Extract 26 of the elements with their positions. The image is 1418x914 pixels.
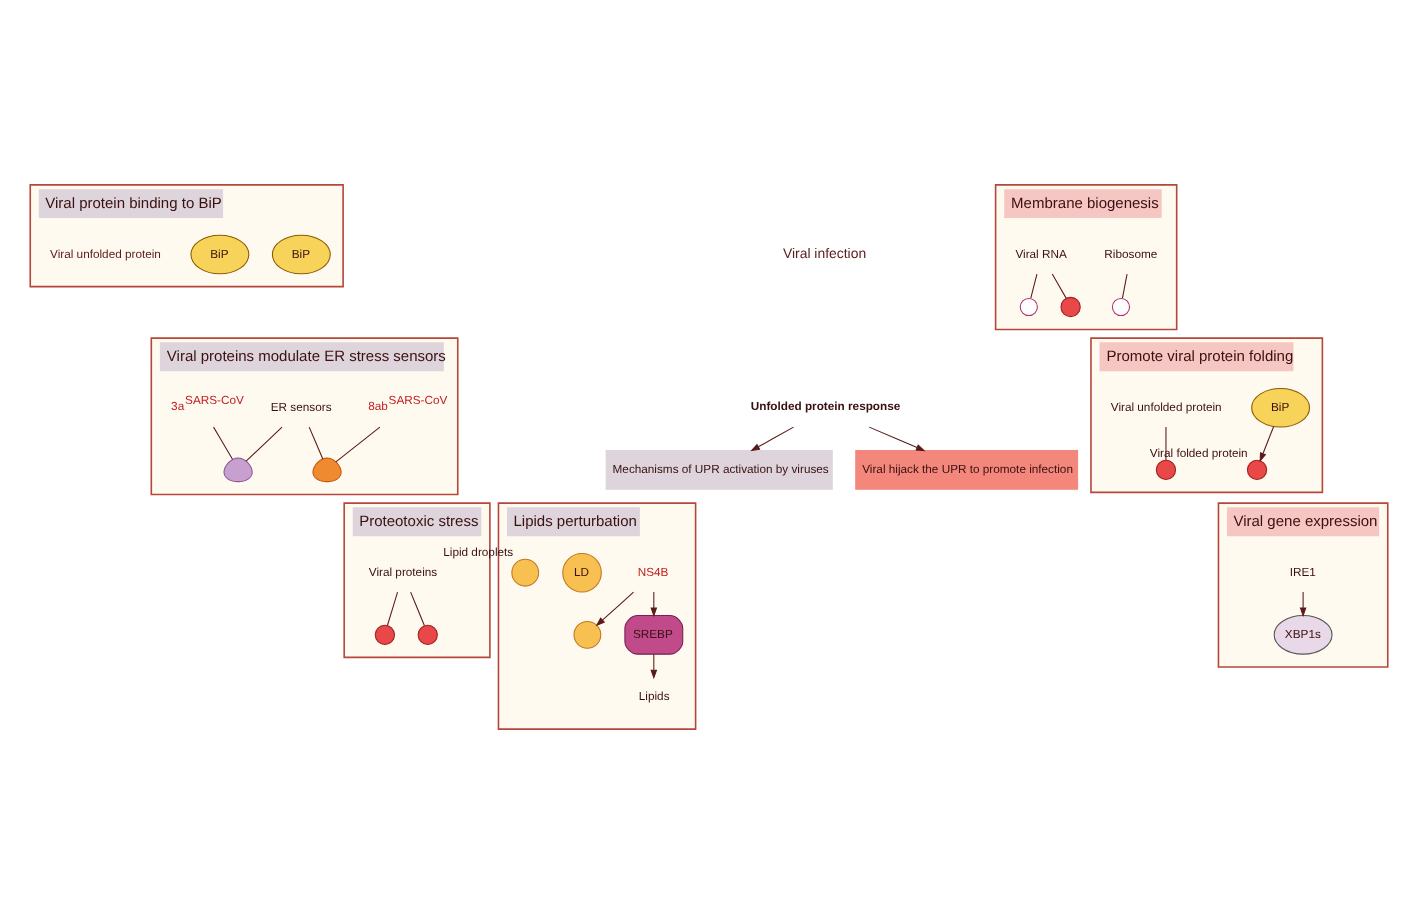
node-circle bbox=[1060, 296, 1081, 318]
connector bbox=[410, 591, 425, 627]
connector bbox=[1121, 273, 1128, 299]
node-picture bbox=[312, 457, 342, 483]
node-circle bbox=[511, 558, 540, 587]
node-circle bbox=[417, 624, 438, 646]
arrow bbox=[1259, 425, 1275, 463]
arrow bbox=[750, 426, 795, 452]
node-circle bbox=[374, 624, 396, 646]
connector bbox=[308, 426, 324, 460]
arrow bbox=[868, 426, 926, 452]
connector bbox=[245, 426, 283, 462]
connector bbox=[335, 426, 381, 463]
arrow bbox=[650, 653, 658, 680]
node-circle bbox=[1155, 459, 1177, 481]
connector bbox=[213, 426, 234, 460]
connector bbox=[386, 591, 399, 626]
node-circle bbox=[1246, 459, 1268, 481]
node-picture bbox=[223, 457, 253, 483]
node-circle bbox=[1111, 297, 1131, 317]
connector bbox=[1051, 273, 1067, 299]
node-circle bbox=[573, 620, 602, 649]
connector bbox=[1030, 273, 1038, 299]
arrow bbox=[1299, 591, 1307, 618]
arrow bbox=[595, 591, 635, 627]
node-circle bbox=[1019, 297, 1038, 317]
